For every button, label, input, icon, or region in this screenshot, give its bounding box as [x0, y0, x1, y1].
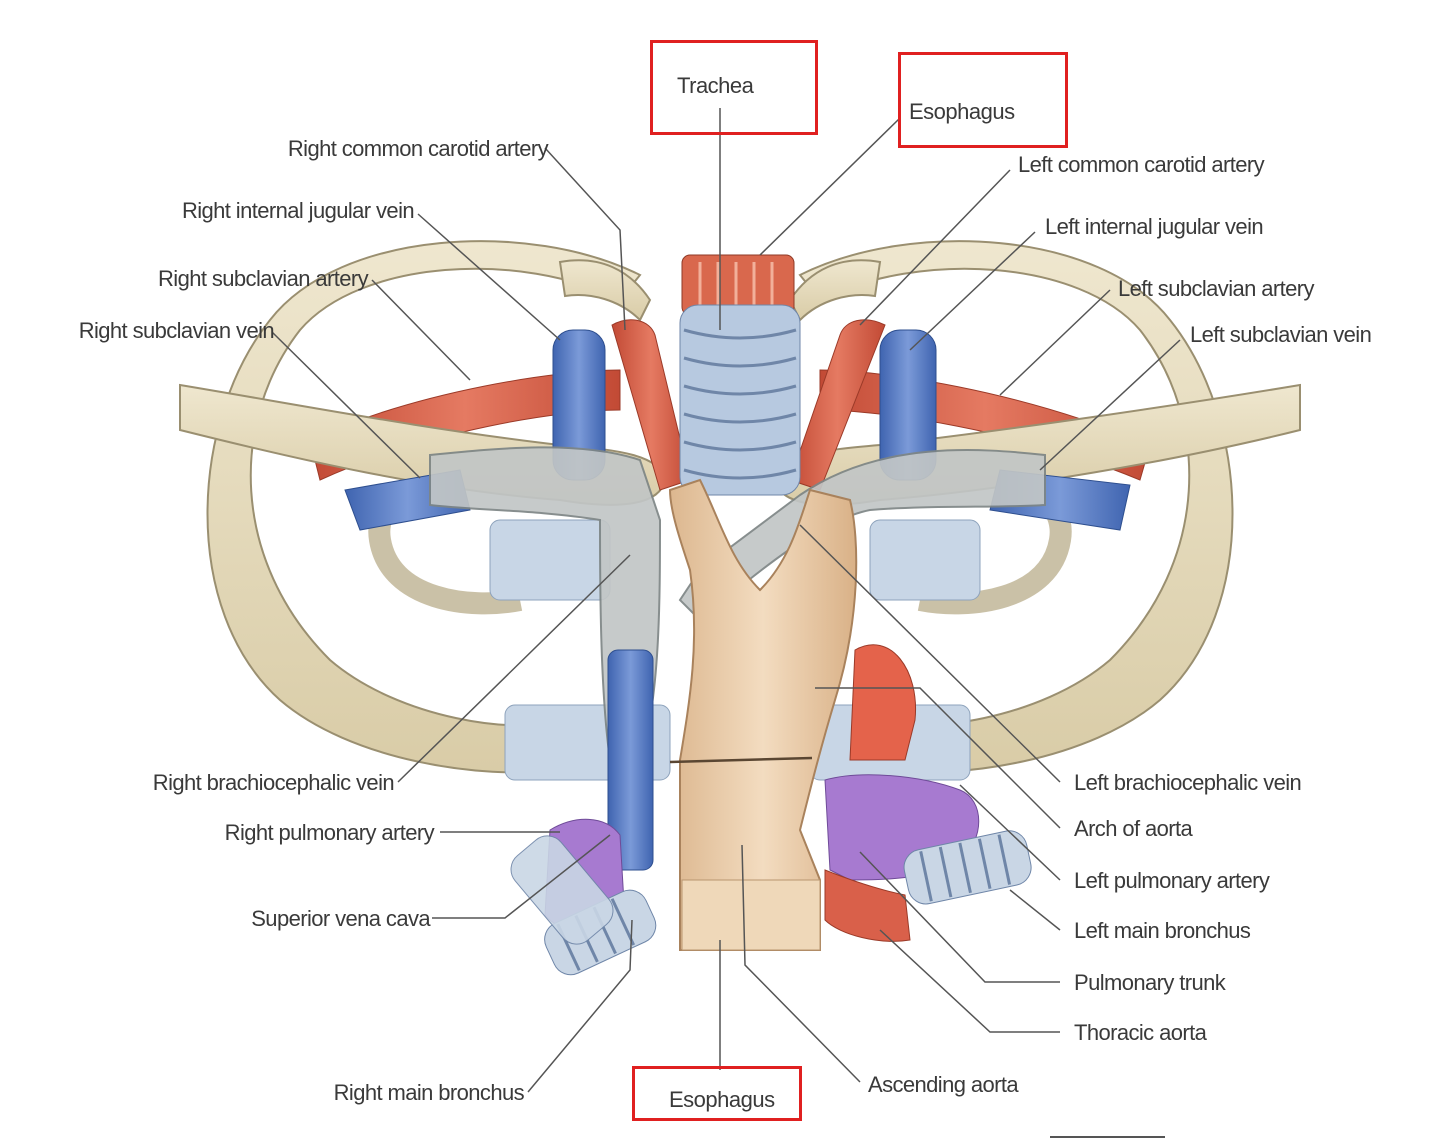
left-main-bronchus [903, 830, 1032, 905]
esophagus-bottom-label: Esophagus [669, 1087, 775, 1112]
label-right-main-bronchus: Right main bronchus [333, 1080, 525, 1105]
label-thoracic-aorta: Thoracic aorta [1074, 1020, 1207, 1045]
label-right-common-carotid-artery: Right common carotid artery [287, 136, 549, 161]
trachea-label-box: Trachea [650, 40, 818, 135]
label-right-subclavian-artery: Right subclavian artery [158, 266, 369, 291]
label-left-internal-jugular-vein: Left internal jugular vein [1045, 214, 1264, 239]
label-right-internal-jugular-vein: Right internal jugular vein [181, 198, 415, 223]
pulmonary-trunk-upper [849, 644, 917, 761]
esophagus-top-label-box: Esophagus [898, 52, 1068, 148]
superior-vena-cava [607, 649, 654, 871]
esophagus-bottom-label-box: Esophagus [632, 1066, 802, 1121]
label-superior-vena-cava: Superior vena cava [251, 906, 430, 931]
label-ascending-aorta: Ascending aorta [868, 1072, 1019, 1097]
esophagus-lower [681, 879, 821, 951]
label-left-brachiocephalic-vein: Left brachiocephalic vein [1074, 770, 1302, 795]
trachea-rings [683, 328, 797, 480]
label-left-main-bronchus: Left main bronchus [1074, 918, 1251, 943]
leader-lines [271, 108, 1181, 1093]
label-right-pulmonary-artery: Right pulmonary artery [224, 820, 435, 845]
thoracic-aorta-shape [824, 869, 911, 942]
first-rib-right [558, 259, 652, 322]
label-left-subclavian-vein: Left subclavian vein [1190, 322, 1372, 347]
costal-cartilage-right-1 [489, 519, 611, 601]
label-arch-of-aorta: Arch of aorta [1074, 816, 1193, 841]
arch-of-aorta [668, 478, 858, 951]
first-rib-left [788, 259, 882, 322]
label-right-subclavian-vein: Right subclavian vein [78, 318, 275, 343]
right-main-bronchus [510, 835, 657, 976]
esophagus-stripes [698, 262, 774, 310]
label-right-brachiocephalic-vein: Right brachiocephalic vein [152, 770, 395, 795]
label-left-subclavian-artery: Left subclavian artery [1118, 276, 1315, 301]
aortic-root-line [669, 756, 813, 764]
label-left-pulmonary-artery: Left pulmonary artery [1074, 868, 1270, 893]
costal-cartilage-left-1 [869, 519, 981, 601]
label-left-common-carotid-artery: Left common carotid artery [1018, 152, 1265, 177]
esophagus-top-label: Esophagus [909, 99, 1015, 124]
trachea-label: Trachea [677, 73, 754, 98]
left-brachiocephalic-vein [678, 449, 1046, 622]
label-pulmonary-trunk: Pulmonary trunk [1074, 970, 1226, 995]
